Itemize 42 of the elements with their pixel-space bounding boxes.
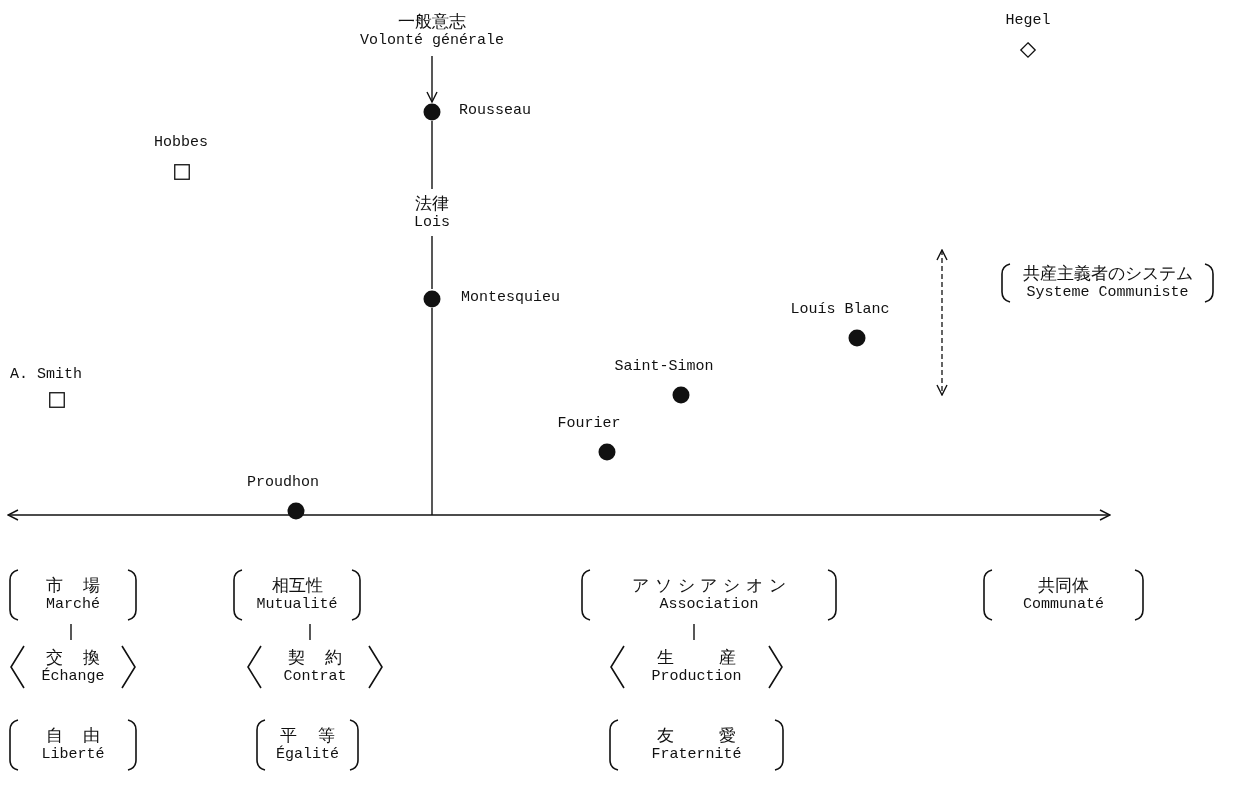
name-label: Hobbes [154,134,208,151]
term-label: Fraternité [651,746,742,765]
name-label: Saint-Simon [614,358,714,375]
term-label: Production [651,668,742,687]
name-label: Hegel [1005,12,1051,29]
term-label: 友愛 [657,725,780,747]
term-label: Liberté [41,746,105,765]
term-label: Égalité [276,746,339,765]
term-label: Lois [414,214,450,233]
name-label: A. Smith [10,366,82,383]
connector-line [431,235,433,290]
connector-line [431,120,433,190]
term-label: 契約 [287,647,363,669]
term-label: 交換 [45,647,121,667]
connector-line [693,623,695,641]
arrow [426,55,438,103]
term-label: 市場 [45,575,121,597]
term-label: 法律 [415,193,449,215]
term-label: アソシアシオン [631,575,793,597]
term-label: Échange [41,668,105,687]
name-label: Proudhon [247,474,319,491]
term-label: 共産主義者のシステム [1022,263,1193,285]
term-label: Marché [46,596,100,615]
name-label: Rousseau [459,102,531,119]
term-label: Contrat [283,668,347,687]
connector-line [70,623,72,641]
name-label: Fourier [557,415,621,432]
term-label: Association [659,596,759,615]
connector-line [431,307,433,516]
connector-line [309,623,311,641]
term-label: 相互性 [271,575,323,597]
name-label: Montesquieu [461,289,561,306]
term-label: 生産 [657,647,780,669]
term-label: Systeme Communiste [1026,284,1189,303]
term-label: 一般意志 [398,11,466,33]
term-label: 共同体 [1038,575,1089,597]
term-label: Volonté générale [360,32,504,51]
term-label: 自由 [45,725,121,747]
term-label: 平等 [280,725,356,745]
name-label: Louís Blanc [790,301,890,318]
term-label: Communaté [1023,596,1104,615]
term-label: Mutualité [256,596,338,615]
